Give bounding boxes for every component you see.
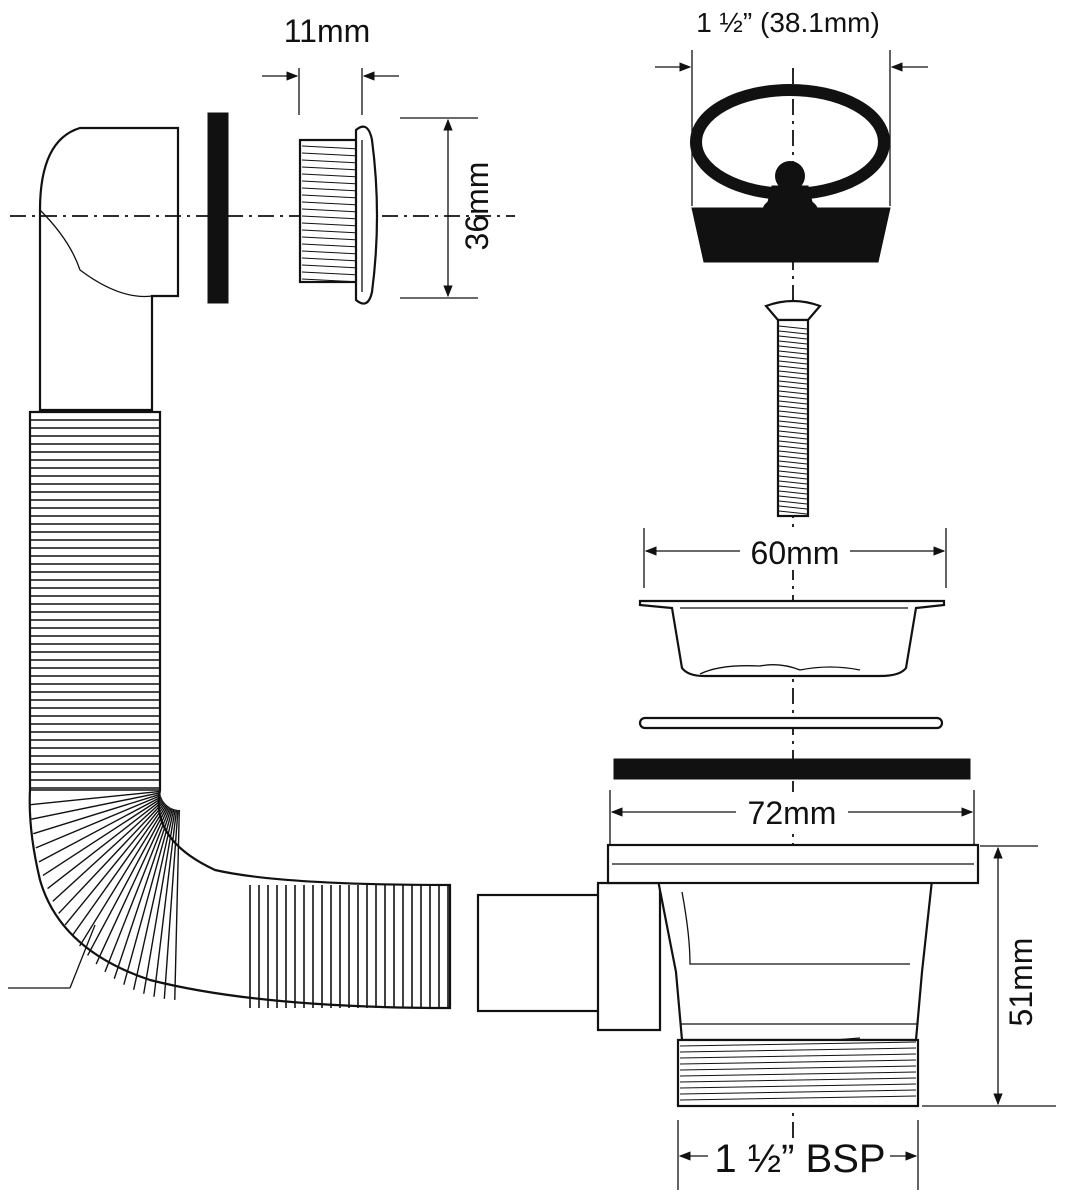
flange-washer <box>613 758 971 780</box>
flange-width-label: 72mm <box>748 795 837 831</box>
overflow-elbow <box>38 126 180 412</box>
overflow-height-dimension: 36mm <box>400 117 495 299</box>
screw <box>764 299 822 518</box>
waste-body <box>476 843 980 1108</box>
outlet-thread-dimension: 1 ½” BSP <box>677 1120 919 1190</box>
overflow-washer <box>207 112 229 304</box>
overflow-spigot <box>476 893 602 1013</box>
flexible-hose <box>8 410 452 1010</box>
plug-width-label: 1 ½” (38.1mm) <box>696 7 880 38</box>
flange-width-dimension: 72mm <box>609 790 975 852</box>
overflow-cap <box>298 125 379 305</box>
overflow-thread-label: 11mm <box>284 13 371 49</box>
body-height-dimension: 51mm <box>922 845 1056 1107</box>
strainer-thin-washer <box>638 716 944 730</box>
strainer-width-label: 60mm <box>751 535 840 571</box>
plug-width-dimension: 1 ½” (38.1mm) <box>655 7 928 206</box>
strainer-width-dimension: 60mm <box>643 528 947 588</box>
outlet-thread-label: 1 ½” BSP <box>714 1137 885 1181</box>
hose-leader-line <box>69 924 96 989</box>
overflow-height-label: 36mm <box>459 162 495 251</box>
plug-stopper <box>691 207 891 263</box>
overflow-thread-dimension: 11mm <box>262 13 399 115</box>
strainer-basket <box>638 599 946 678</box>
plug-ring <box>690 84 891 263</box>
body-height-label: 51mm <box>1003 938 1039 1027</box>
